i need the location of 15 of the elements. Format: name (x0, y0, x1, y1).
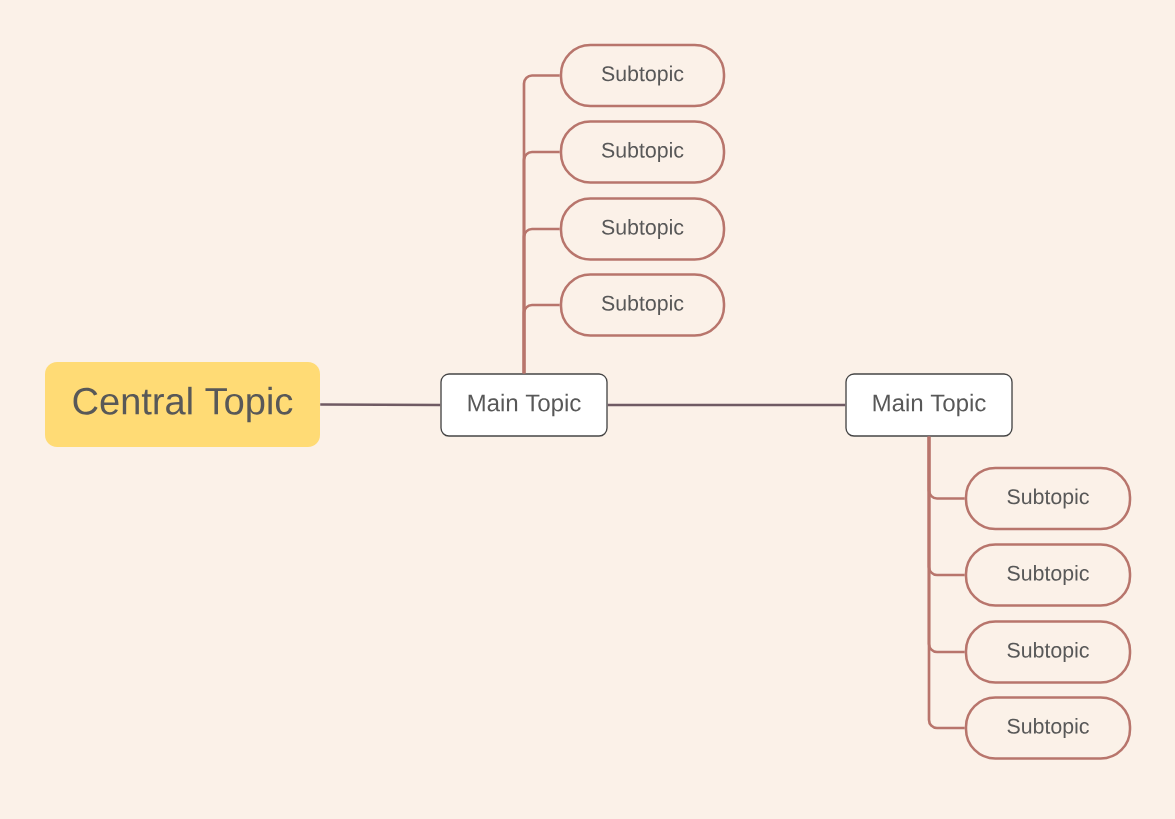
main-topic-box: Main Topic (440, 373, 608, 437)
subtopic-box: Subtopic (559, 273, 726, 337)
subtopic-box: Subtopic (559, 120, 726, 184)
connector-line (522, 303, 560, 374)
subtopic-box: Subtopic (559, 43, 726, 108)
central-topic-box: Central Topic (45, 362, 320, 447)
subtopic-box: Subtopic (964, 543, 1132, 607)
subtopic-box: Subtopic (964, 466, 1132, 531)
subtopic-box: Subtopic (964, 620, 1132, 684)
connector-line (320, 403, 441, 407)
subtopic-box: Subtopic (964, 696, 1132, 760)
main-topic-box: Main Topic (845, 373, 1013, 437)
connector-line (607, 403, 846, 407)
connector-line (927, 436, 965, 730)
subtopic-box: Subtopic (559, 197, 726, 261)
